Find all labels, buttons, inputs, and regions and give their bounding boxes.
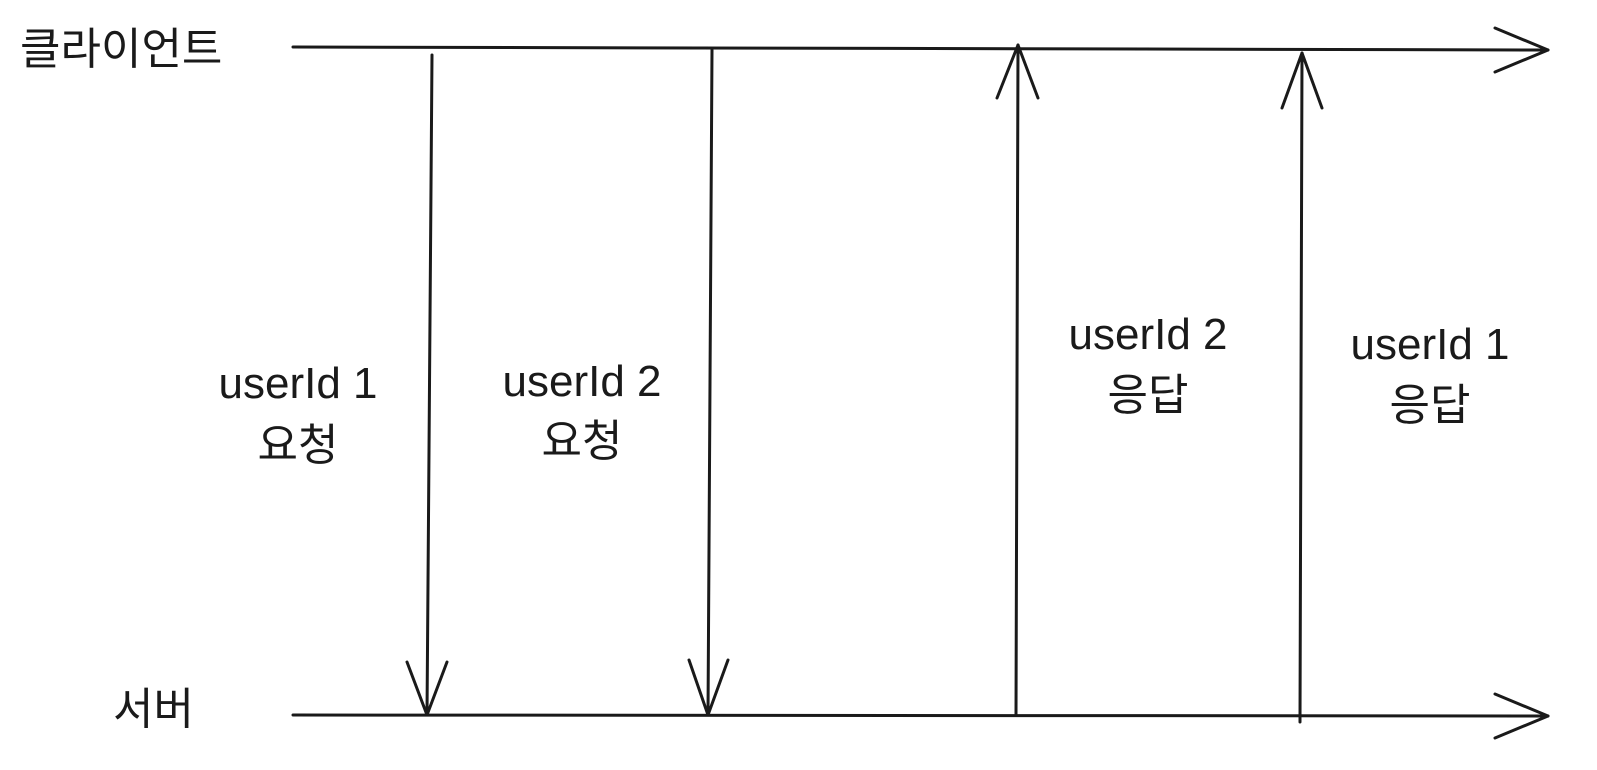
message-label-action: 응답 (1108, 371, 1189, 420)
message-label-id: userId 1 (219, 359, 378, 408)
message-label-id: userId 2 (503, 357, 662, 406)
message-label-id: userId 1 (1351, 320, 1510, 369)
message-label-action: 요청 (258, 421, 339, 470)
message-label-id: userId 2 (1069, 310, 1228, 359)
message-label-action: 요청 (542, 417, 623, 466)
server-label: 서버 (113, 685, 194, 734)
server-timeline (291, 692, 1550, 740)
client-timeline-arrowhead (1493, 26, 1550, 74)
client-label: 클라이언트 (20, 25, 222, 74)
message-arrow-userid2-request (687, 48, 730, 717)
client-timeline (291, 26, 1550, 74)
message-label-action: 응답 (1390, 381, 1471, 430)
message-arrow-userid1-response (1280, 51, 1324, 724)
message-arrow-userid1-request (405, 53, 449, 717)
message-arrow-userid2-response (995, 43, 1040, 717)
server-timeline-arrowhead (1493, 692, 1550, 740)
